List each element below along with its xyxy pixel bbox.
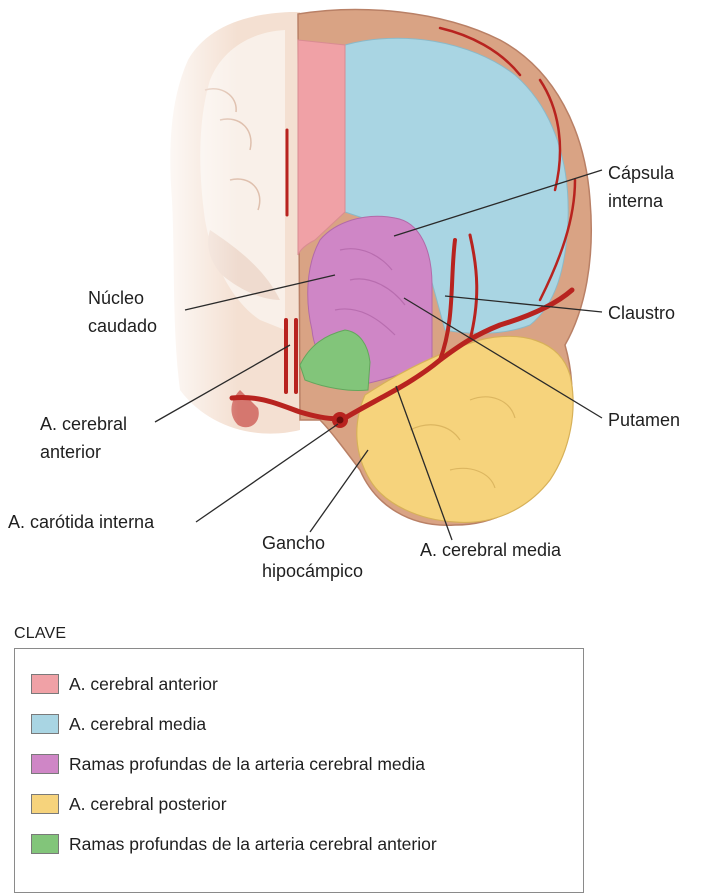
swatch-anterior	[31, 674, 59, 694]
label-aca-1: A. cerebral	[40, 414, 127, 434]
label-capsula-2: interna	[608, 191, 664, 211]
label-nucleo-1: Núcleo	[88, 288, 144, 308]
key-item: Ramas profundas de la arteria cerebral m…	[31, 751, 425, 777]
swatch-posterior	[31, 794, 59, 814]
key-item-label: A. cerebral posterior	[69, 794, 227, 815]
label-carotida: A. carótida interna	[8, 512, 155, 532]
label-claustro: Claustro	[608, 303, 675, 323]
key-item: A. cerebral posterior	[31, 791, 227, 817]
key-item: A. cerebral media	[31, 711, 206, 737]
swatch-deep-anterior	[31, 834, 59, 854]
key-item-label: A. cerebral anterior	[69, 674, 218, 695]
label-aca-2: anterior	[40, 442, 101, 462]
key-legend: A. cerebral anterior A. cerebral media R…	[14, 648, 584, 893]
label-nucleo-2: caudado	[88, 316, 157, 336]
swatch-deep-media	[31, 754, 59, 774]
label-acm: A. cerebral media	[420, 540, 562, 560]
key-item: A. cerebral anterior	[31, 671, 218, 697]
label-putamen: Putamen	[608, 410, 680, 430]
key-item-label: Ramas profundas de la arteria cerebral a…	[69, 834, 437, 855]
key-item: Ramas profundas de la arteria cerebral a…	[31, 831, 437, 857]
label-gancho-1: Gancho	[262, 533, 325, 553]
key-item-label: A. cerebral media	[69, 714, 206, 735]
label-gancho-2: hipocámpico	[262, 561, 363, 581]
label-capsula-1: Cápsula	[608, 163, 675, 183]
swatch-media	[31, 714, 59, 734]
right-hemisphere	[298, 10, 591, 526]
brain-coronal-section-diagram: Cápsula interna Núcleo caudado Claustro …	[0, 0, 707, 620]
key-item-label: Ramas profundas de la arteria cerebral m…	[69, 754, 425, 775]
key-title: CLAVE	[14, 625, 66, 643]
